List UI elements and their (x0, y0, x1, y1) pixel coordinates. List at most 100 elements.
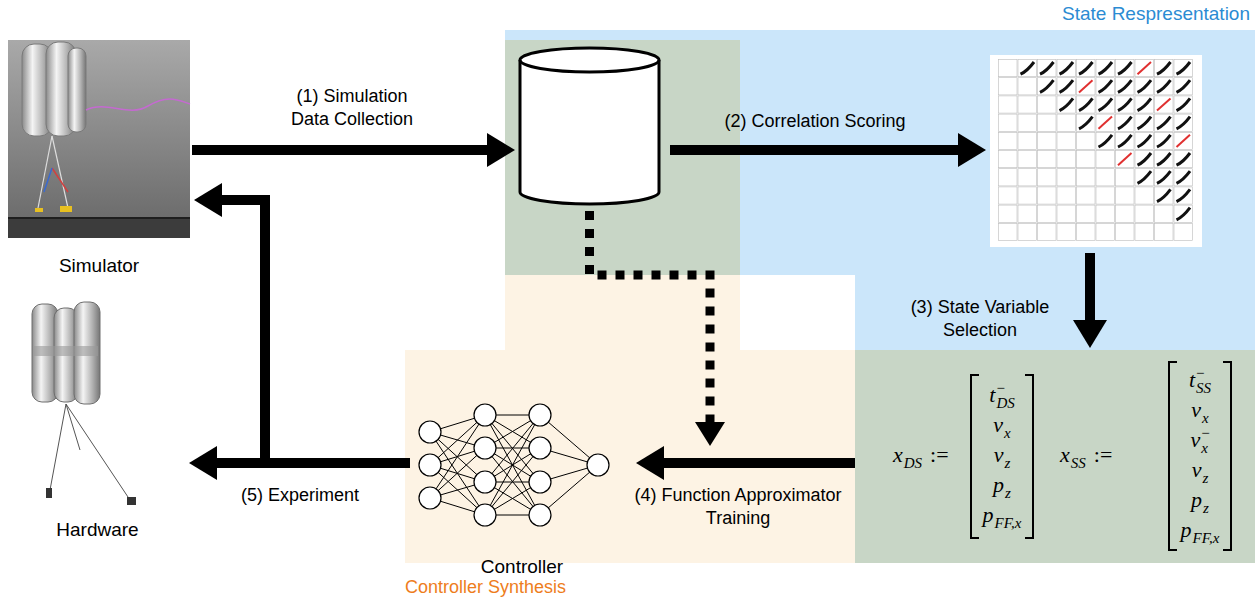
cylinder-outline (517, 45, 662, 207)
matrix-cell (1096, 223, 1115, 240)
matrix-cell (1174, 223, 1193, 240)
rect-shape (46, 488, 52, 498)
arrow-head (189, 446, 217, 480)
network-link (485, 448, 540, 482)
matrix-cell (1057, 169, 1076, 186)
math-symbol: v (993, 412, 1003, 437)
matrix-cell (1018, 187, 1037, 204)
matrix-mark (1099, 98, 1113, 110)
matrix-cell (1077, 169, 1096, 186)
network-link (485, 415, 540, 448)
edge-label: (5) Experiment (210, 484, 390, 507)
matrix-cell (1116, 187, 1135, 204)
matrix-cell (1116, 114, 1135, 131)
network-neuron (587, 454, 609, 476)
network-link (485, 482, 540, 515)
matrix-mark (1177, 135, 1191, 147)
network-link (540, 465, 598, 482)
matrix-cell (1155, 60, 1174, 77)
math-script: z (1004, 456, 1010, 471)
line-shape (52, 136, 68, 208)
matrix-mark (1060, 62, 1074, 74)
network-neuron (529, 504, 551, 526)
controller-node: Controller (412, 400, 632, 582)
matrix-mark (1138, 117, 1152, 129)
edge-label-holder: (2) Correlation Scoring (675, 110, 955, 133)
matrix-cell (1077, 132, 1096, 149)
matrix-mark (1157, 135, 1171, 147)
line-shape (44, 168, 52, 192)
arrow-head (1073, 320, 1107, 348)
matrix-mark (1060, 98, 1074, 110)
math-subscript: z (1203, 501, 1209, 516)
math-symbol: v (1191, 397, 1201, 422)
matrix-cell (1077, 60, 1096, 77)
matrix-cell (1174, 187, 1193, 204)
connector-arrow (636, 446, 855, 480)
network-link (485, 482, 540, 515)
edge-label: (4) Function Approximator Training (613, 484, 863, 530)
matrix-mark (1157, 189, 1171, 201)
matrix-cell (1155, 132, 1174, 149)
matrix-cell (1018, 223, 1037, 240)
matrix-mark (1157, 117, 1171, 129)
matrix-cell (1135, 78, 1154, 95)
matrix-mark (1118, 80, 1132, 92)
math-script: x (1202, 411, 1209, 426)
edge-label-holder: (3) State Variable Selection (895, 296, 1065, 342)
network-neuron (474, 404, 496, 426)
math-subscript: x (1004, 426, 1011, 441)
arrow-head (487, 133, 515, 167)
matrix-mark (1138, 153, 1152, 165)
matrix-cell (1038, 96, 1057, 113)
network-link (430, 465, 485, 515)
matrix-cell (1155, 223, 1174, 240)
math-subscript: x (1202, 411, 1209, 426)
matrix-cell (1135, 60, 1154, 77)
dotted-arrow (590, 211, 726, 446)
network-neuron (474, 437, 496, 459)
matrix-cell (1077, 223, 1096, 240)
matrix-cell (1096, 114, 1115, 131)
matrix-mark (1079, 117, 1093, 129)
connector-arrow (194, 183, 410, 463)
matrix-mark (1157, 98, 1171, 110)
connector-line (1085, 253, 1095, 322)
network-link (485, 415, 540, 482)
matrix-cell (1174, 205, 1193, 222)
math-script: SS (1071, 456, 1086, 471)
math-symbol: t (989, 382, 995, 407)
database-cylinder (517, 45, 662, 207)
path-shape (520, 60, 659, 72)
math-subscript: FF,x (1193, 531, 1220, 546)
hardware-node: Hardware (10, 300, 185, 545)
matrix-cell (1018, 169, 1037, 186)
matrix-mark (1079, 80, 1093, 92)
matrix-mark (1138, 135, 1152, 147)
path-shape (1223, 362, 1231, 550)
matrix-mark (1177, 171, 1191, 183)
matrix-cell (1038, 60, 1057, 77)
math-row: t−DS (952, 379, 1052, 411)
math-symbol: x (1060, 442, 1070, 467)
rect-shape (34, 346, 98, 356)
matrix-cell (1174, 78, 1193, 95)
matrix-cell (1077, 187, 1096, 204)
math-subscript: FF,x (995, 516, 1022, 531)
math-row: vz (1150, 454, 1250, 486)
matrix-cell (1155, 169, 1174, 186)
matrix-mark (1177, 62, 1191, 74)
rect-shape (46, 42, 76, 136)
arrow-head (194, 183, 222, 217)
math-symbol: p (983, 502, 994, 527)
math-script: −SS (1196, 366, 1211, 396)
matrix-cell (999, 205, 1018, 222)
matrix-cell (1116, 60, 1135, 77)
matrix-mark (1177, 98, 1191, 110)
matrix-brackets (971, 362, 1231, 550)
math-row: pFF,x (952, 499, 1052, 531)
matrix-cell (1096, 187, 1115, 204)
rect-shape (22, 44, 52, 136)
matrix-cell (1096, 205, 1115, 222)
